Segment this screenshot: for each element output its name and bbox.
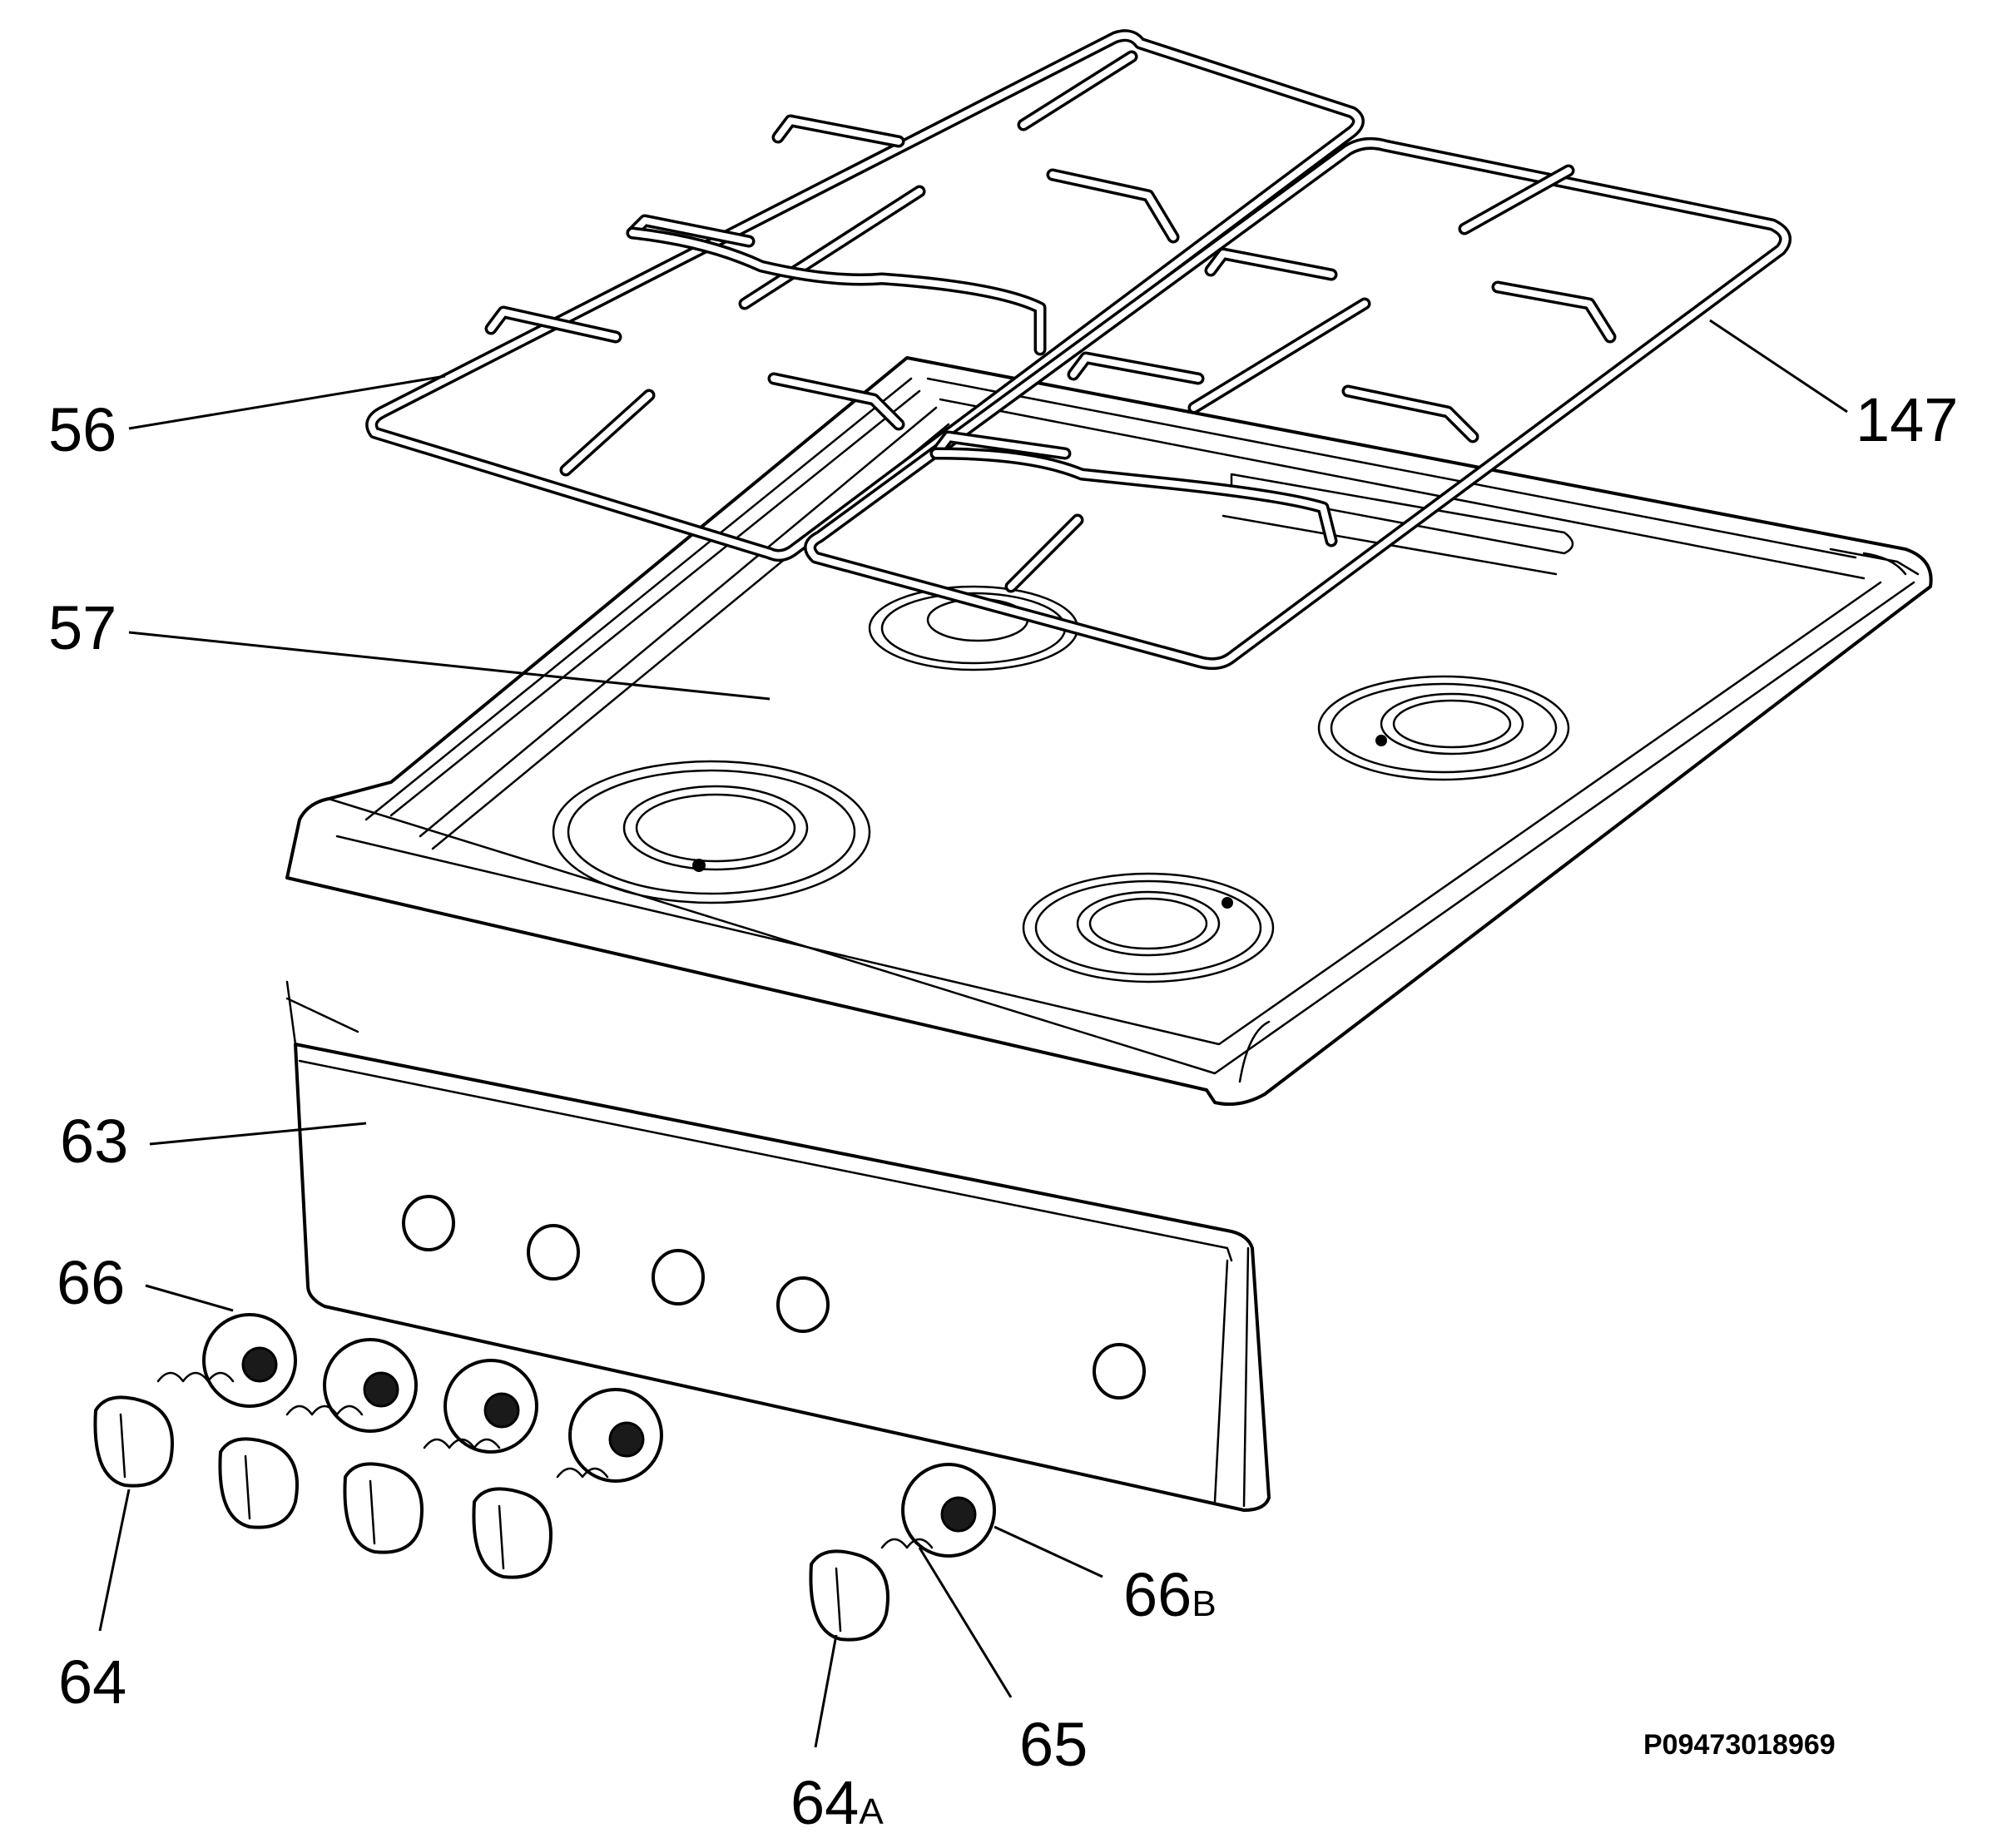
bezels-66 [202,1313,996,1558]
hob-top-57 [285,356,1933,1106]
knob-64a [809,1549,889,1642]
callout-64a-number: 64 [790,1768,860,1837]
burner-front-right [1022,872,1275,983]
pan-support-right-147 [804,136,1792,671]
callout-64a: 64A [790,1772,884,1834]
drawing-number: P09473018969 [1643,1729,1836,1761]
callout-66b-suffix: B [1192,1583,1217,1624]
callout-66b-number: 66 [1123,1560,1192,1629]
pan-support-left-56 [365,29,1365,562]
callout-147: 147 [1856,385,1959,454]
callout-66: 66 [57,1248,126,1317]
knobs-64 [93,1395,553,1579]
springs-65 [156,1371,934,1549]
callout-63: 63 [60,1107,129,1176]
callout-64: 64 [58,1647,127,1717]
callout-57: 57 [48,593,117,662]
control-panel-63 [285,980,1271,1512]
burner-front-left [552,760,871,904]
callout-66b: 66B [1123,1564,1217,1626]
callout-56: 56 [48,395,117,464]
burner-rear-right [1317,675,1570,781]
callout-64a-suffix: A [859,1791,884,1832]
leader-lines [98,319,1848,1748]
callout-65: 65 [1019,1710,1088,1779]
